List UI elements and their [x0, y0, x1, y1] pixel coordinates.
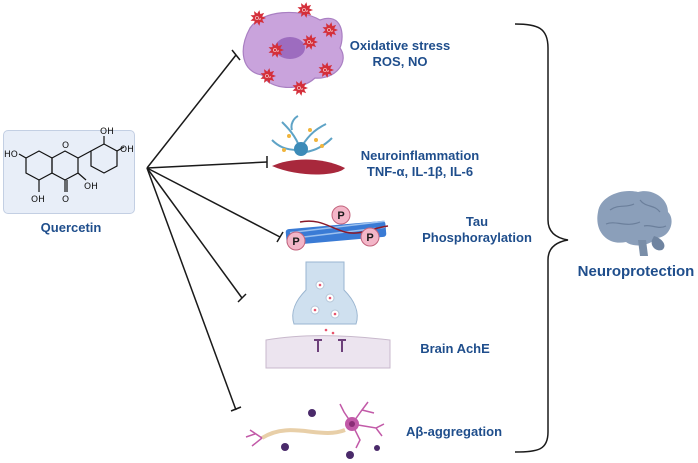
tau-detail: Phosphoraylation — [422, 230, 532, 245]
neuroinflammation-title: Neuroinflammation — [360, 148, 480, 163]
brain-ache-label: Brain AchE — [420, 341, 490, 356]
ros-label: O₂ — [265, 74, 271, 80]
tau-filament — [285, 220, 389, 246]
ros-burst — [292, 80, 308, 96]
oxidative-stress-title: Oxidative stress — [349, 38, 451, 53]
neuroinflammation-label: Neuroinflammation TNF-α, IL-1β, IL-6 — [350, 148, 490, 180]
phospho-label-3: P — [366, 232, 373, 244]
inhibition-lines — [146, 49, 284, 412]
microglia-nucleus — [294, 142, 308, 156]
cytokine-dots — [282, 128, 324, 152]
ros-badges: O₂ O₂ O₂ O₂ O₂ O₂ O₂ O₂ — [250, 2, 338, 96]
ros-burst — [250, 10, 266, 26]
neuron — [245, 401, 385, 459]
grouping-bracket — [514, 23, 569, 453]
ros-burst — [322, 22, 338, 38]
ros-label: O₂ — [273, 48, 279, 54]
brain-icon — [597, 190, 672, 256]
oh-label-bottom: OH — [31, 195, 45, 205]
oh-label-top-2: OH — [120, 145, 134, 155]
inhibit-line-abeta — [146, 167, 237, 411]
abeta-aggregation-label: Aβ-aggregation — [405, 424, 503, 439]
quercetin-structure-box — [3, 130, 135, 214]
ros-label: O₂ — [255, 16, 261, 22]
ros-label: O₂ — [323, 68, 329, 74]
oxidative-stress-detail: ROS, NO — [372, 54, 428, 69]
tau-label: Tau Phosphoraylation — [412, 214, 542, 246]
phospho-label-1: P — [337, 210, 344, 222]
quercetin-structure — [18, 136, 125, 192]
synapse — [265, 261, 391, 369]
phospho-label-2: P — [292, 236, 299, 248]
ros-burst — [260, 68, 276, 84]
ros-label: O₂ — [297, 86, 303, 92]
oh-label-mid: OH — [84, 182, 98, 192]
inhibit-bar-oxidative — [231, 49, 241, 61]
oh-label-top-1: OH — [100, 127, 114, 137]
inhibit-bar-abeta — [230, 406, 242, 412]
oxidative-stress-label: Oxidative stress ROS, NO — [340, 38, 460, 70]
ros-label: O₂ — [327, 28, 333, 34]
inhibit-line-oxidative — [146, 54, 237, 169]
inhibit-bar-ache — [237, 293, 247, 303]
inhibit-line-inflammation — [146, 161, 268, 169]
ros-burst — [302, 34, 318, 50]
inhibit-line-ache — [146, 167, 243, 299]
neuroinflammation-detail: TNF-α, IL-1β, IL-6 — [366, 164, 474, 179]
inhibit-bar-tau — [276, 231, 284, 243]
inhibit-line-tau — [146, 167, 281, 238]
ros-burst — [268, 42, 284, 58]
ring-o-label: O — [62, 141, 69, 151]
tau-title: Tau — [465, 214, 489, 229]
phospho-groups: P P P — [286, 205, 380, 251]
carbonyl-o-label: O — [62, 195, 69, 205]
quercetin-label: Quercetin — [40, 220, 102, 235]
ros-label: O₂ — [307, 40, 313, 46]
ho-label-left: HO — [4, 150, 18, 160]
ros-label: O₂ — [302, 8, 308, 14]
ros-burst — [318, 62, 334, 78]
blood-vessel — [272, 159, 345, 175]
ros-burst — [297, 2, 313, 18]
neuroprotection-label: Neuroprotection — [577, 263, 695, 280]
